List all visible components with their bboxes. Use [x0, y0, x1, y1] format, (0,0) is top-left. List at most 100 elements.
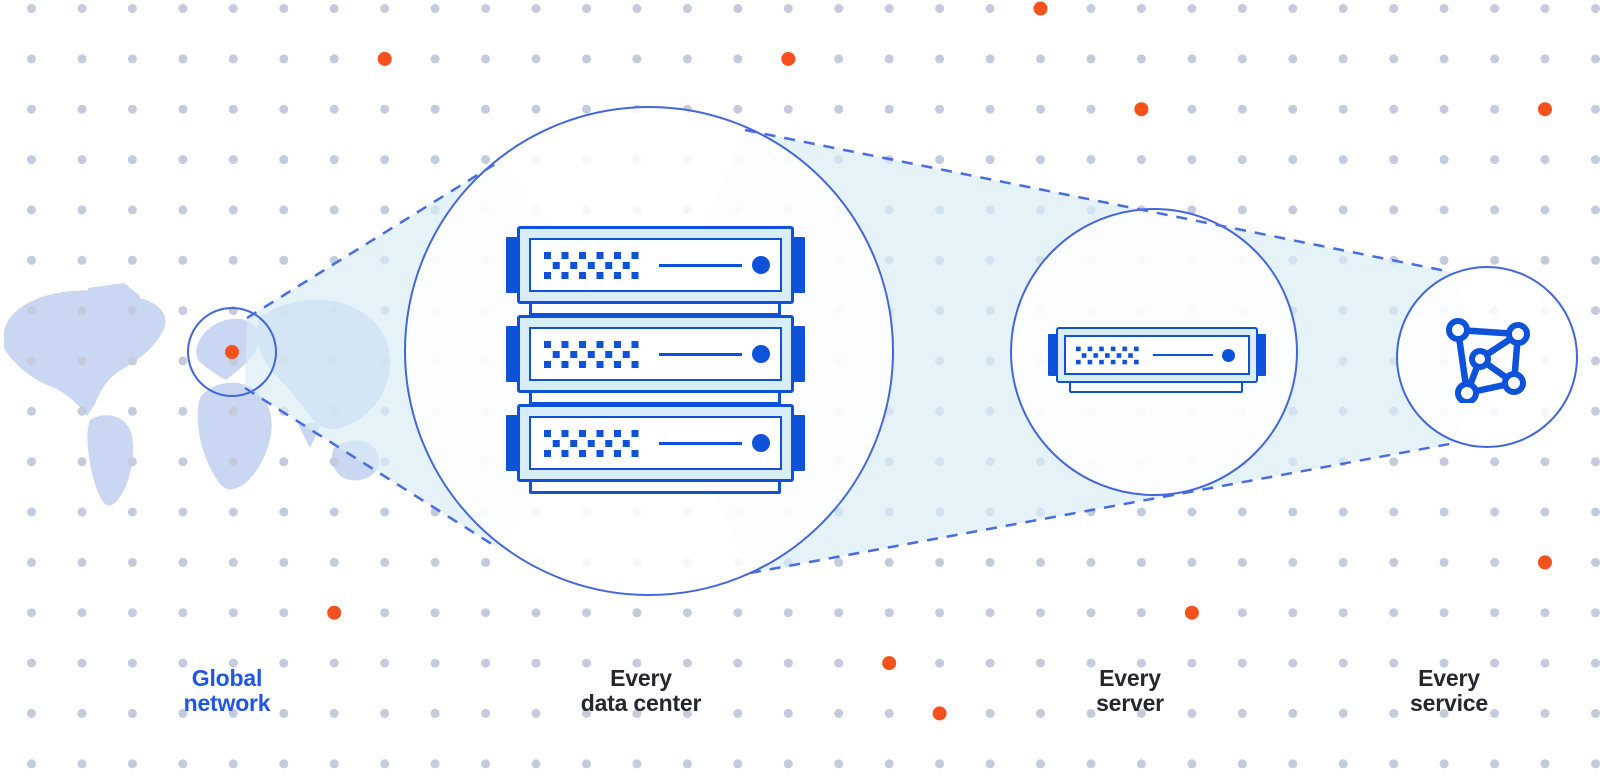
grid-dot	[1187, 557, 1197, 567]
grid-dot	[329, 708, 339, 718]
grid-dot	[1490, 4, 1500, 13]
grid-dot	[380, 759, 390, 769]
grid-dot	[1591, 457, 1600, 467]
server-indicator-dot	[752, 256, 770, 274]
grid-dot	[329, 155, 339, 165]
grid-dot	[1439, 507, 1449, 517]
grid-dot	[1237, 507, 1247, 517]
grid-dot	[228, 104, 238, 114]
server-side-tab	[1257, 334, 1266, 376]
grid-dot	[380, 658, 390, 668]
grid-dot	[1187, 4, 1197, 13]
grid-dot	[1288, 557, 1298, 567]
grid-dot	[380, 608, 390, 618]
grid-dot	[935, 658, 945, 668]
grid-dot	[27, 306, 36, 316]
grid-dot	[884, 104, 894, 114]
grid-dot	[127, 507, 137, 517]
grid-dot	[1338, 708, 1348, 718]
grid-dot	[27, 4, 36, 13]
grid-dot	[1237, 708, 1247, 718]
dashed-edge-top-left	[246, 159, 501, 320]
grid-dot	[1540, 54, 1550, 64]
grid-dot	[279, 708, 289, 718]
grid-dot	[632, 4, 642, 13]
accent-dot	[1134, 102, 1149, 117]
grid-dot	[1540, 255, 1550, 265]
grid-dot	[1591, 658, 1600, 668]
grid-dot	[178, 205, 188, 215]
label-every-service: Every service	[1410, 666, 1488, 716]
grid-dot	[733, 759, 743, 769]
accent-dot	[1538, 555, 1552, 570]
grid-dot	[77, 4, 87, 13]
server-led-matrix-icon	[1076, 346, 1139, 364]
grid-dot	[178, 457, 188, 467]
grid-dot	[1389, 54, 1399, 64]
grid-dot	[1338, 507, 1348, 517]
grid-dot	[1591, 356, 1600, 366]
grid-dot	[1036, 104, 1045, 114]
label-every-server: Every server	[1096, 666, 1164, 716]
grid-dot	[127, 54, 137, 64]
grid-dot	[1136, 54, 1146, 64]
grid-dot	[329, 557, 339, 567]
map-north-america	[4, 290, 166, 416]
server-slot-line	[1153, 353, 1213, 357]
grid-dot	[178, 255, 188, 265]
grid-dot	[1237, 4, 1247, 13]
grid-dot	[279, 255, 289, 265]
server-led-matrix-icon	[544, 340, 639, 368]
grid-dot	[1540, 205, 1550, 215]
grid-dot	[582, 608, 591, 618]
grid-dot	[178, 356, 188, 366]
grid-dot	[430, 104, 440, 114]
grid-dot	[1237, 759, 1247, 769]
grid-dot	[127, 356, 137, 366]
grid-dot	[1439, 104, 1449, 114]
grid-dot	[1288, 608, 1298, 618]
grid-dot	[228, 658, 238, 668]
grid-dot	[682, 759, 692, 769]
grid-dot	[682, 4, 692, 13]
grid-dot	[228, 4, 238, 13]
grid-dot	[1086, 4, 1096, 13]
grid-dot	[1338, 54, 1348, 64]
grid-dot	[127, 457, 137, 467]
grid-dot	[1187, 759, 1197, 769]
grid-dot	[178, 104, 188, 114]
server-rack-unit-1	[506, 226, 805, 316]
grid-dot	[1338, 155, 1348, 165]
grid-dot	[1439, 608, 1449, 618]
grid-dot	[632, 708, 642, 718]
grid-dot	[985, 759, 995, 769]
grid-dot	[884, 759, 894, 769]
grid-dot	[430, 4, 440, 13]
grid-dot	[1439, 4, 1449, 13]
grid-dot	[178, 507, 188, 517]
grid-dot	[834, 608, 844, 618]
grid-dot	[1439, 759, 1449, 769]
grid-dot	[1389, 457, 1399, 467]
accent-dot	[932, 706, 947, 721]
grid-dot	[1086, 759, 1096, 769]
server-side-tab	[793, 326, 805, 382]
grid-dot	[178, 557, 188, 567]
grid-dot	[77, 155, 87, 165]
grid-dot	[1288, 205, 1298, 215]
grid-dot	[733, 708, 743, 718]
grid-dot	[481, 708, 491, 718]
grid-dot	[1490, 759, 1500, 769]
grid-dot	[481, 104, 491, 114]
label-every-data-center: Every data center	[581, 666, 702, 716]
grid-dot	[279, 608, 289, 618]
grid-dot	[329, 658, 339, 668]
grid-dot	[228, 557, 238, 567]
grid-dot	[228, 406, 238, 416]
origin-location-dot-icon	[225, 345, 239, 359]
server-front-panel	[529, 327, 782, 381]
grid-dot	[1036, 155, 1045, 165]
grid-dot	[228, 708, 238, 718]
grid-dot	[1237, 608, 1247, 618]
grid-dot	[77, 708, 87, 718]
